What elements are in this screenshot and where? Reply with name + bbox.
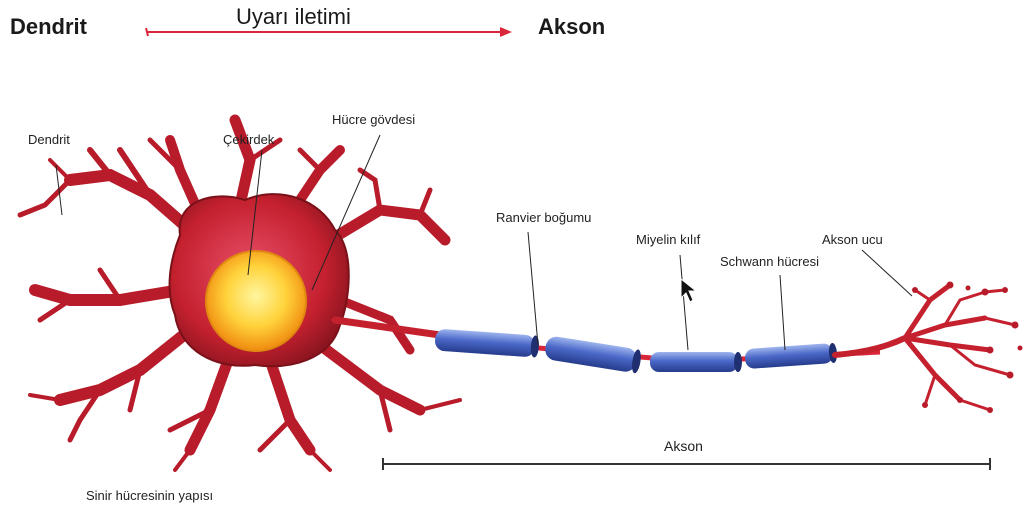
label-akson-ucu: Akson ucu bbox=[822, 232, 883, 247]
label-cekirdek: Çekirdek bbox=[223, 132, 274, 147]
label-ranvier-bogumu: Ranvier boğumu bbox=[496, 210, 591, 225]
label-hucre-govdesi: Hücre gövdesi bbox=[332, 112, 415, 127]
label-akson: Akson bbox=[664, 438, 703, 454]
myelin-sheath bbox=[434, 329, 837, 374]
label-miyelin-kilif: Miyelin kılıf bbox=[636, 232, 700, 247]
figure-caption: Sinir hücresinin yapısı bbox=[86, 488, 213, 503]
label-schwann-hucresi: Schwann hücresi bbox=[720, 254, 819, 269]
akson-measure-bar bbox=[383, 458, 990, 470]
label-dendrit: Dendrit bbox=[28, 132, 70, 147]
header-arrow bbox=[146, 27, 512, 37]
nucleus bbox=[206, 251, 306, 351]
